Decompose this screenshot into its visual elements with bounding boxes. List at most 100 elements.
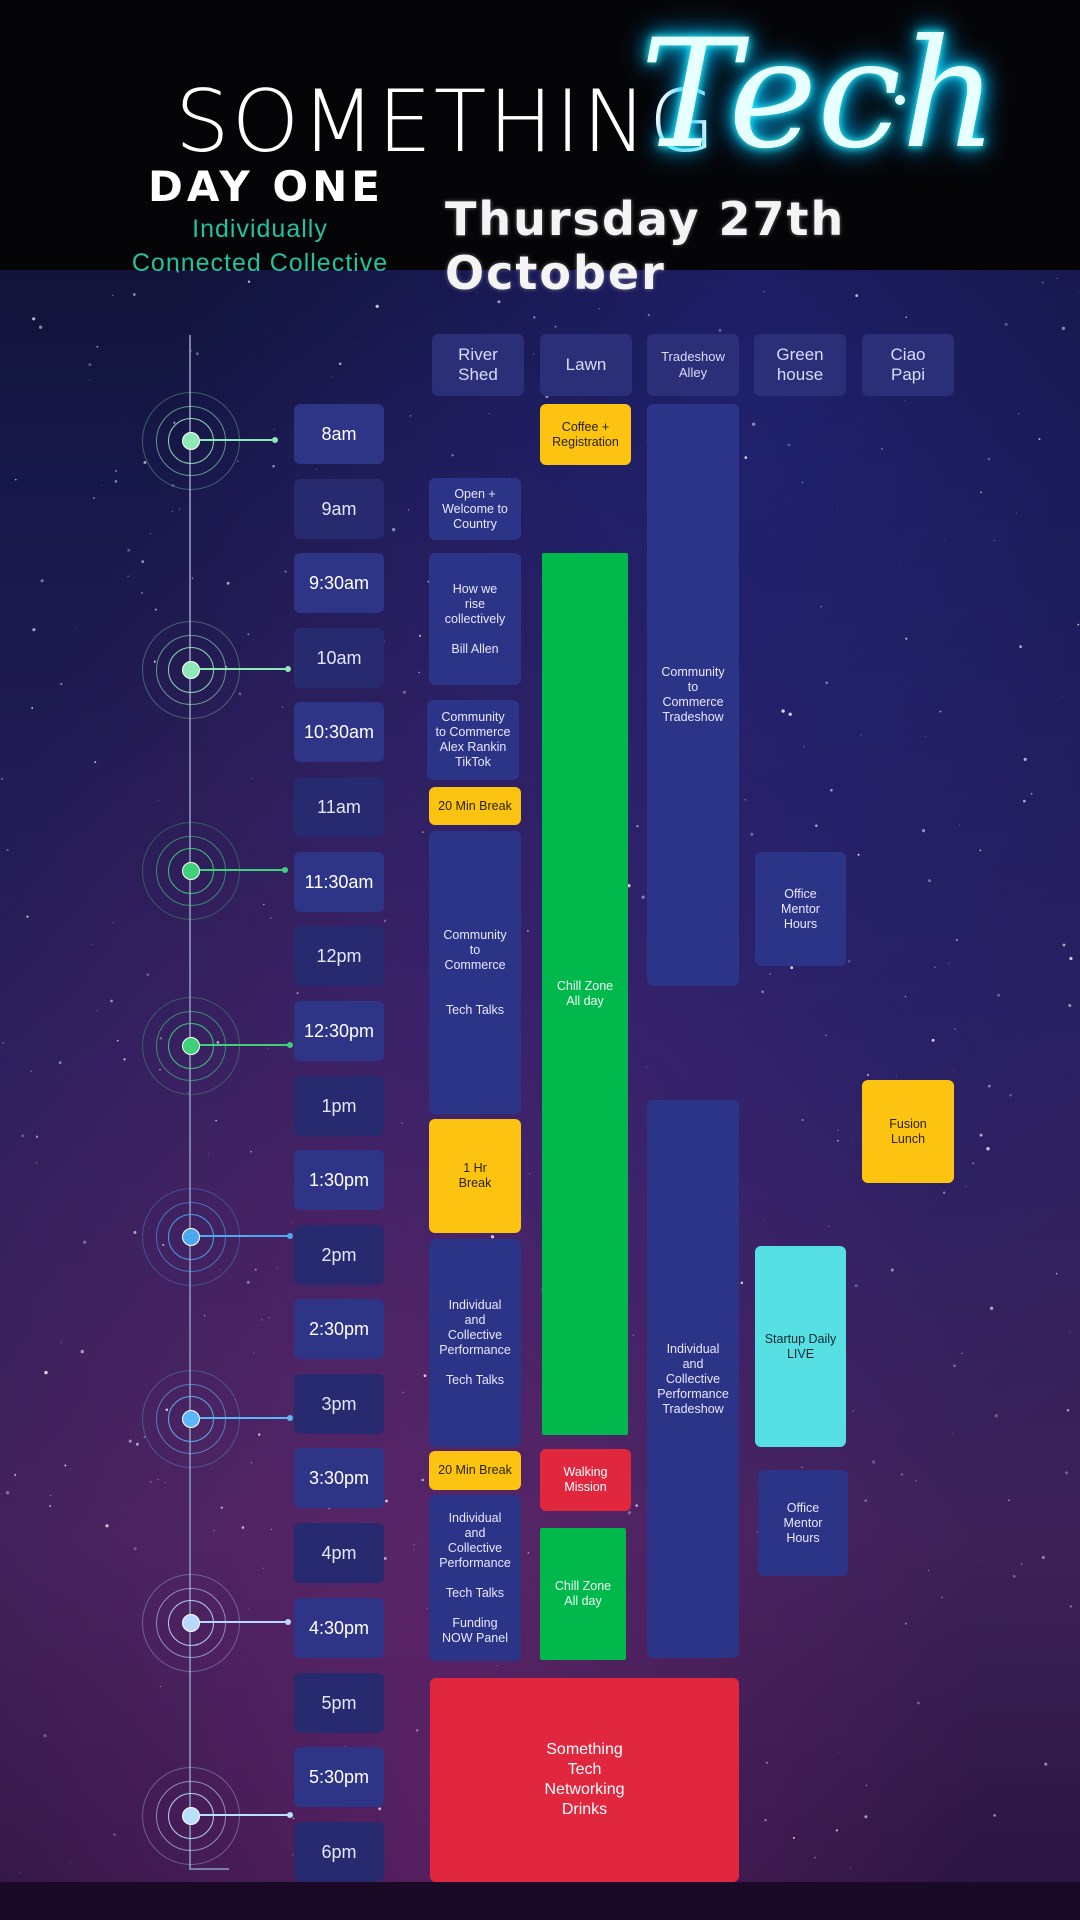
star xyxy=(64,1464,67,1467)
star xyxy=(1066,1409,1070,1412)
star xyxy=(1015,512,1018,514)
star xyxy=(407,508,410,511)
star xyxy=(258,1433,261,1436)
star xyxy=(191,577,194,579)
star xyxy=(761,990,764,994)
star xyxy=(952,1433,954,1434)
star xyxy=(881,448,883,450)
star xyxy=(948,962,950,964)
node-ring xyxy=(168,1023,214,1069)
star xyxy=(953,1364,956,1368)
star xyxy=(855,294,859,297)
node-tip xyxy=(287,1233,293,1239)
star xyxy=(141,560,145,563)
star xyxy=(941,954,943,956)
node-ring xyxy=(168,1600,214,1646)
time-slot: 5:30pm xyxy=(294,1747,384,1807)
star xyxy=(32,317,36,321)
star xyxy=(477,292,479,293)
star xyxy=(132,293,136,296)
brand-word: SOMETHING xyxy=(175,72,718,172)
time-slot: 10am xyxy=(294,628,384,688)
star xyxy=(354,343,356,345)
star xyxy=(40,579,44,583)
star xyxy=(1077,623,1080,626)
venue-ciao-papi: Ciao Papi xyxy=(862,334,954,396)
star xyxy=(292,1222,293,1223)
star xyxy=(274,429,275,431)
star xyxy=(961,1352,963,1354)
star xyxy=(540,1289,542,1291)
node-ring xyxy=(168,1396,214,1442)
venue-river-shed: River Shed xyxy=(432,334,524,396)
node-dot xyxy=(182,1037,200,1055)
star xyxy=(801,1118,804,1122)
time-slot: 2:30pm xyxy=(294,1299,384,1359)
node-ring xyxy=(156,406,226,476)
event-individual-collective-talks: Individual and Collective Performance Te… xyxy=(429,1239,521,1447)
event-community-to-commerce-talks: Community to Commerce Tech Talks xyxy=(429,831,521,1114)
star xyxy=(21,1134,25,1138)
star xyxy=(60,1341,62,1343)
star xyxy=(284,570,287,573)
star xyxy=(636,825,639,828)
star xyxy=(646,1066,647,1068)
star xyxy=(989,1306,994,1311)
node-tip xyxy=(282,867,288,873)
star xyxy=(296,992,299,995)
star xyxy=(1044,1762,1048,1766)
star xyxy=(740,1281,744,1285)
star xyxy=(110,999,113,1003)
star xyxy=(925,736,927,738)
star xyxy=(238,692,242,696)
star xyxy=(409,414,412,417)
star xyxy=(150,532,151,534)
star xyxy=(864,1815,868,1819)
event-break-20-min-pm: 20 Min Break xyxy=(429,1451,521,1490)
star xyxy=(627,884,631,888)
star xyxy=(994,1414,998,1418)
star xyxy=(790,966,794,970)
star xyxy=(80,1349,84,1354)
event-startup-daily-live: Startup Daily LIVE xyxy=(755,1246,846,1447)
star xyxy=(426,1607,428,1609)
star xyxy=(14,1473,17,1476)
star xyxy=(133,1547,137,1551)
star xyxy=(262,903,265,906)
star xyxy=(900,1473,904,1476)
event-fusion-lunch: Fusion Lunch xyxy=(862,1080,954,1183)
star xyxy=(338,362,342,366)
star xyxy=(250,1462,253,1464)
star xyxy=(1017,413,1020,415)
star xyxy=(769,973,771,975)
venue-lawn: Lawn xyxy=(540,334,632,396)
star xyxy=(854,1284,858,1288)
star xyxy=(292,1817,295,1820)
tagline-line-2: Connected Collective xyxy=(131,249,389,277)
star xyxy=(150,1481,152,1483)
time-slot: 12:30pm xyxy=(294,1001,384,1061)
time-slot: 5pm xyxy=(294,1673,384,1733)
star xyxy=(824,1034,828,1037)
star xyxy=(146,973,150,977)
star xyxy=(904,1622,907,1625)
star xyxy=(813,1856,816,1859)
star xyxy=(171,510,174,513)
star xyxy=(718,329,722,332)
node-tip xyxy=(287,1042,293,1048)
node-ring xyxy=(142,1370,240,1468)
star xyxy=(781,709,785,713)
star xyxy=(1056,1273,1058,1275)
time-slot: 9:30am xyxy=(294,553,384,613)
star xyxy=(953,1070,955,1071)
star xyxy=(764,1218,766,1220)
star xyxy=(35,1162,37,1164)
time-slot: 12pm xyxy=(294,926,384,986)
star xyxy=(113,1833,116,1836)
star xyxy=(1041,1555,1045,1560)
star xyxy=(344,1745,346,1747)
event-community-to-commerce-tradeshow: Community to Commerce Tradeshow xyxy=(647,404,739,986)
star xyxy=(792,1836,795,1839)
time-slot: 1:30pm xyxy=(294,1150,384,1210)
star xyxy=(954,1028,956,1030)
